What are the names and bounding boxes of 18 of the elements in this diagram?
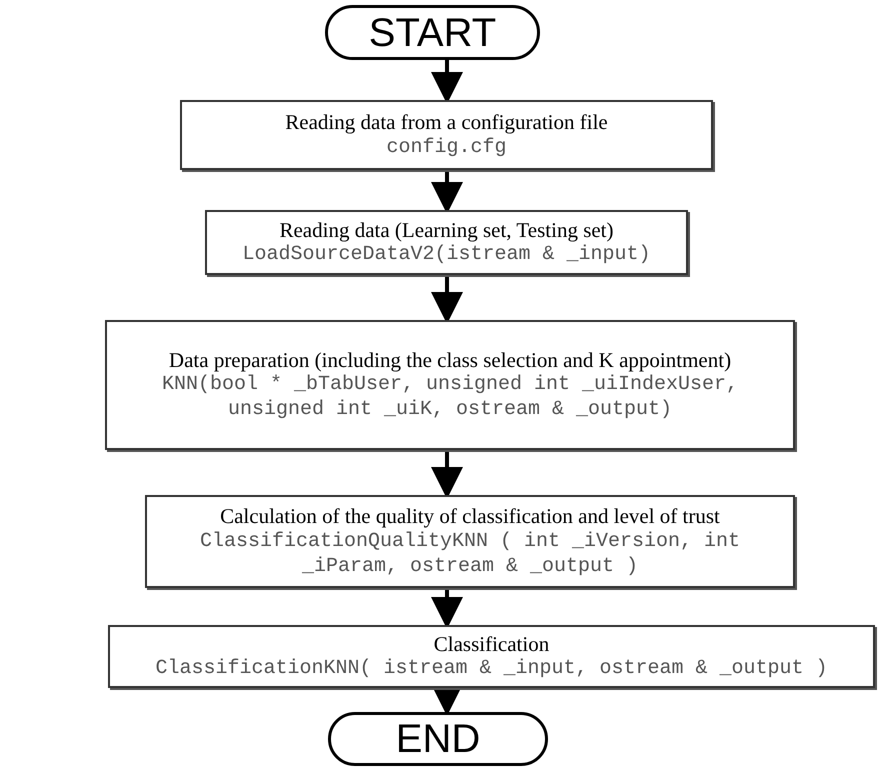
process-box: [108, 625, 875, 688]
step-title: Reading data from a configuration file: [285, 110, 608, 135]
function-signature: ClassificationQualityKNN ( int _iVersion, int _iParam, ostream & _output ): [198, 528, 742, 579]
function-signature: ClassificationKNN( istream & _input, ostream & _output ): [155, 656, 828, 682]
function-signature: KNN(bool * _bTabUser, unsigned int _uiIndexUser, unsigned int _uiK, ostream & _output): [160, 372, 740, 422]
step-title: Reading data (Learning set, Testing set): [279, 218, 614, 242]
terminal-label: START: [368, 12, 496, 52]
process-box: [205, 210, 688, 275]
step-title: Classification: [434, 632, 550, 656]
process-box: [145, 495, 795, 588]
terminal-shape: [328, 712, 548, 766]
step-title: Calculation of the quality of classification and level of trust: [220, 504, 720, 529]
process-box: [105, 320, 795, 450]
terminal-label: END: [396, 719, 480, 759]
function-signature: LoadSourceDataV2(istream & _input): [242, 242, 651, 268]
process-box: [180, 100, 713, 170]
function-signature: config.cfg: [386, 134, 507, 160]
step-title: Data preparation (including the class selection and K appointment): [168, 348, 732, 372]
